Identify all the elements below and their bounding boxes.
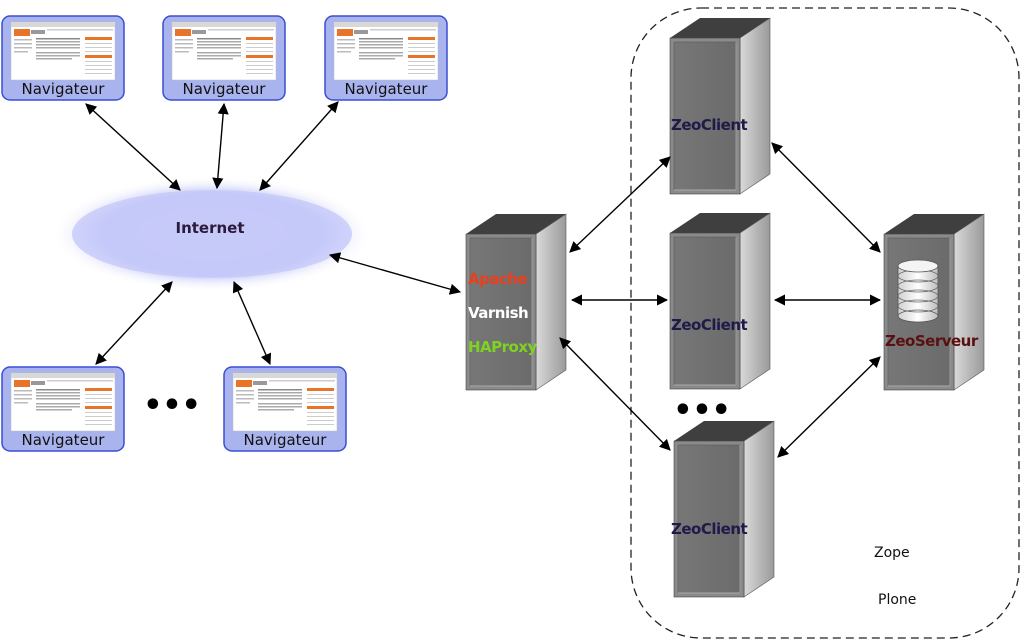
arrow-proxy-zeoclient1: [569, 156, 671, 253]
browser-top-1: Navigateur: [1, 15, 125, 101]
zeoclient-server-2: ZeoClient: [669, 212, 771, 390]
browser-ellipsis: •••: [143, 388, 201, 423]
arrow-zeoclient3-zeoserver: [777, 356, 881, 458]
zeoclient-ellipsis: •••: [673, 393, 731, 428]
database-icon: [897, 259, 939, 323]
arrow-proxy-zeoclient3: [559, 337, 671, 451]
arrow-browser4-internet: [95, 281, 173, 365]
zeoclient-label: ZeoClient: [671, 520, 747, 538]
arrow-browser1-internet: [85, 103, 181, 191]
browser-bottom-2: Navigateur: [223, 366, 347, 452]
zeoserver-label: ZeoServeur: [885, 332, 979, 350]
internet-label: Internet: [175, 219, 244, 237]
browser-label: Navigateur: [244, 431, 328, 449]
zope-label: Zope: [874, 545, 910, 561]
connections: [85, 101, 882, 458]
zope-cluster-boundary: [630, 7, 1020, 639]
browser-label: Navigateur: [345, 80, 429, 98]
haproxy-label: HAProxy: [468, 338, 538, 356]
zeoclient-label: ZeoClient: [671, 316, 747, 334]
varnish-label: Varnish: [468, 304, 528, 322]
zeoclient-server-1: ZeoClient: [669, 17, 771, 195]
internet-cloud: Internet: [52, 176, 372, 292]
browser-top-3: Navigateur: [324, 15, 448, 101]
proxy-server: Apache Varnish HAProxy: [465, 213, 567, 391]
arrow-zeoclient1-zeoserver: [771, 142, 881, 253]
arrow-browser2-internet: [212, 102, 229, 190]
browser-label: Navigateur: [22, 80, 106, 98]
arrow-internet-proxy: [328, 252, 462, 295]
browser-top-2: Navigateur: [162, 15, 286, 101]
zeoclient-server-3: ZeoClient: [671, 420, 775, 598]
plone-label: Plone: [878, 592, 916, 608]
browser-label: Navigateur: [183, 80, 267, 98]
arrow-browser5-internet: [232, 280, 272, 366]
browser-label: Navigateur: [22, 431, 106, 449]
apache-label: Apache: [468, 270, 528, 288]
browser-bottom-1: Navigateur: [1, 366, 125, 452]
zeoclient-label: ZeoClient: [671, 116, 747, 134]
zeoserver: ZeoServeur: [883, 213, 985, 391]
arrow-browser3-internet: [259, 101, 339, 191]
